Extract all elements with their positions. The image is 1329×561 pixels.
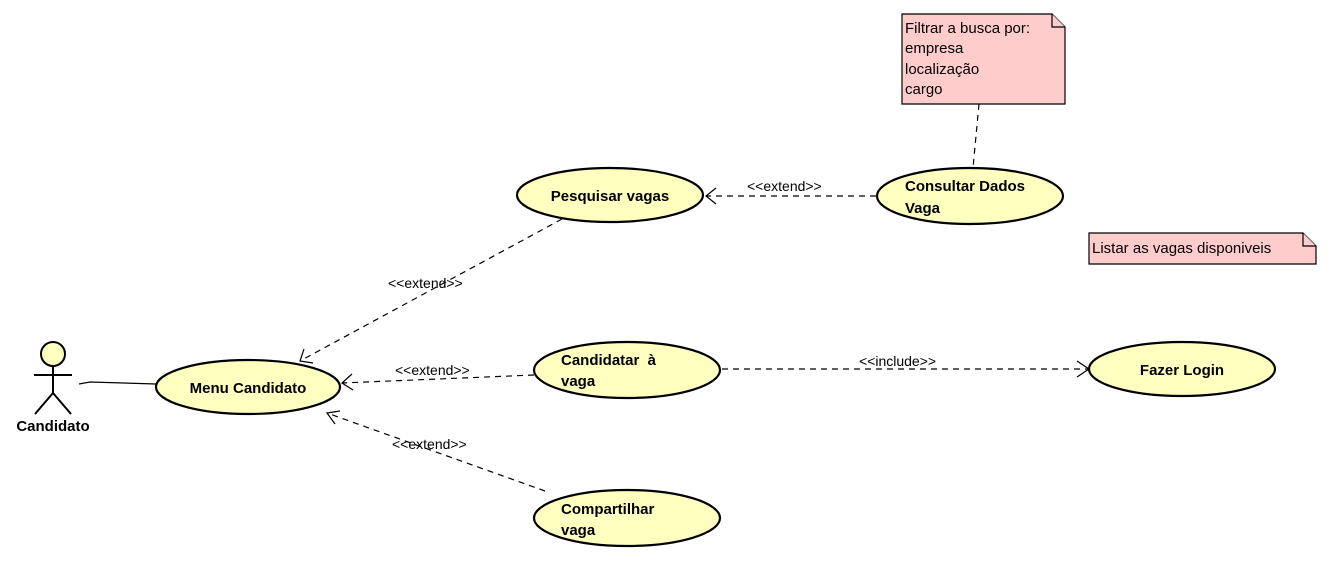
- dependency-line: [299, 218, 563, 362]
- use-case-compartilhar-vaga[interactable]: Compartilhar vaga: [532, 488, 722, 548]
- note-fold: [1051, 14, 1065, 28]
- stereotype-label: <<include>>: [859, 353, 936, 369]
- actor-head: [40, 341, 66, 367]
- arrow-head: [299, 348, 314, 364]
- use-case-ellipse: [154, 358, 342, 416]
- note-fold: [1302, 233, 1316, 247]
- use-case-label-line1: Candidatar à: [561, 352, 657, 369]
- stereotype-label: <<extend>>: [747, 178, 822, 194]
- note-line: Filtrar a busca por:: [905, 20, 1030, 37]
- actor-left-leg: [34, 392, 54, 415]
- arrow-head: [341, 373, 354, 391]
- note-anchor-line: [972, 103, 980, 169]
- use-case-label-line1: Compartilhar: [561, 501, 655, 518]
- use-case-candidatar-vaga[interactable]: Candidatar à vaga: [532, 340, 722, 400]
- use-case-label: Fazer Login: [1140, 362, 1224, 379]
- use-case-ellipse: [515, 166, 705, 224]
- use-case-ellipse: [532, 488, 722, 548]
- association-line: [78, 381, 157, 385]
- note-line: cargo: [905, 81, 943, 98]
- arrow-head: [705, 187, 717, 205]
- note-line: Listar as vagas disponiveis: [1092, 240, 1271, 257]
- extend-consultar-pesquisar: <<extend>>: [705, 178, 876, 205]
- note-line: empresa: [905, 40, 964, 57]
- note-shape: [901, 13, 1066, 105]
- extend-pesquisar-menu: <<extend>>: [299, 218, 563, 364]
- use-case-ellipse: [1087, 340, 1277, 398]
- use-case-label-line2: vaga: [561, 373, 596, 390]
- use-case-label: Pesquisar vagas: [551, 188, 669, 205]
- note-shape: [1088, 232, 1317, 265]
- note-listar[interactable]: Listar as vagas disponiveis: [1088, 232, 1317, 265]
- actor-candidato[interactable]: Candidato: [16, 341, 90, 435]
- use-case-ellipse: [875, 166, 1065, 226]
- stereotype-label: <<extend>>: [395, 362, 470, 378]
- stereotype-label: <<extend>>: [388, 275, 463, 291]
- use-case-label: Menu Candidato: [190, 380, 307, 397]
- note-line: localização: [905, 61, 979, 78]
- include-candidatar-login: <<include>>: [722, 353, 1091, 378]
- use-case-label-line2: vaga: [561, 522, 596, 539]
- actor-right-leg: [52, 392, 72, 415]
- extend-compartilhar-menu: <<extend>>: [325, 410, 546, 492]
- dependency-line: [326, 412, 546, 492]
- use-case-label-line1: Consultar Dados: [905, 178, 1025, 195]
- use-case-fazer-login[interactable]: Fazer Login: [1087, 340, 1277, 398]
- extend-candidatar-menu: <<extend>>: [341, 362, 535, 391]
- use-case-ellipse: [532, 340, 722, 400]
- use-case-label-line2: Vaga: [905, 200, 941, 217]
- use-case-pesquisar-vagas[interactable]: Pesquisar vagas: [515, 166, 705, 224]
- use-case-menu-candidato[interactable]: Menu Candidato: [154, 358, 342, 416]
- stereotype-label: <<extend>>: [392, 436, 467, 452]
- actor-label: Candidato: [16, 418, 89, 435]
- arrow-head: [325, 410, 341, 425]
- note-filtro[interactable]: Filtrar a busca por: empresa localização…: [901, 13, 1066, 105]
- use-case-consultar-dados-vaga[interactable]: Consultar Dados Vaga: [875, 166, 1065, 226]
